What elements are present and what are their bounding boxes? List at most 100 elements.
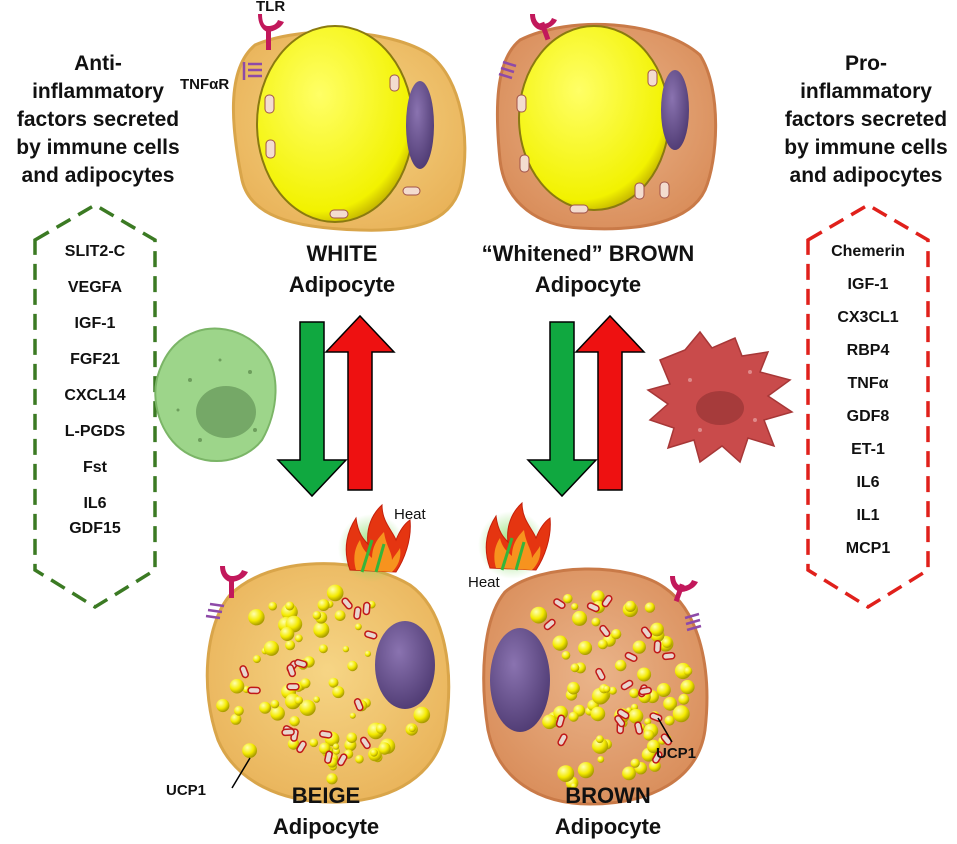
lipid-droplet: [334, 610, 346, 621]
whitened-brown-nucleus: [661, 70, 689, 150]
factor-item: GDF15: [69, 520, 121, 537]
brown-adipocyte-label: BROWN Adipocyte: [478, 780, 738, 842]
mitochondrion: [653, 639, 662, 654]
lipid-droplet: [530, 606, 548, 624]
lipid-droplet: [270, 699, 280, 709]
lipid-droplet: [346, 732, 358, 744]
lipid-droplet: [590, 706, 606, 722]
mitochondrion: [555, 714, 565, 728]
factor-item: IGF-1: [74, 315, 116, 332]
lipid-droplet: [268, 601, 278, 611]
lipid-droplet: [663, 696, 677, 711]
mitochondrion: [286, 682, 300, 691]
lipid-droplet: [661, 637, 673, 648]
lipid-droplet: [568, 711, 579, 722]
lipid-droplet: [413, 706, 431, 724]
lipid-droplet: [637, 667, 652, 682]
mitochondrion: [281, 728, 295, 737]
lipid-droplet: [289, 716, 300, 727]
lipid-droplet: [317, 599, 330, 611]
cell-type: “Whitened” BROWN: [481, 241, 695, 266]
mitochondrion: [362, 601, 371, 616]
lipid-droplet: [216, 698, 230, 713]
mitochondrion: [359, 736, 371, 750]
mitochondrion: [586, 602, 600, 613]
lipid-droplet: [571, 603, 579, 611]
cell-kind: Adipocyte: [554, 814, 662, 839]
whitening-arrow-left-red: [324, 314, 396, 491]
lipid-droplet: [294, 696, 303, 705]
lipid-droplet: [563, 594, 573, 604]
factor-item: CX3CL1: [837, 309, 899, 326]
anti-inflammatory-title: Anti- inflammatory factors secreted by i…: [8, 50, 188, 190]
lipid-droplet: [299, 699, 316, 716]
tnfar-receptor-icon: [498, 60, 517, 80]
lipid-droplet: [270, 706, 285, 721]
lipid-droplet: [378, 742, 391, 755]
lipid-droplet: [364, 650, 371, 657]
mitochondrion: [638, 686, 653, 696]
lipid-droplet: [572, 610, 588, 626]
tlr-receptor-icon: [258, 14, 284, 50]
brown-adipocyte: [478, 501, 709, 806]
lipid-droplet: [294, 634, 303, 643]
lipid-droplet: [615, 659, 627, 672]
brown-nucleus: [490, 628, 550, 732]
tlr-receptor-icon: [220, 566, 248, 598]
lipid-droplet: [597, 756, 605, 763]
lipid-droplet: [656, 683, 671, 697]
lipid-droplet: [567, 681, 580, 695]
lipid-droplet: [408, 725, 416, 733]
lipid-droplet: [644, 718, 652, 725]
lipid-droplet: [622, 766, 636, 781]
lipid-droplet: [664, 715, 675, 726]
factor-item: GDF8: [846, 408, 890, 425]
factor-item: L-PGDS: [64, 423, 126, 440]
pro-title-line: and adipocytes: [789, 164, 943, 187]
mitochondrion: [599, 624, 611, 638]
lipid-droplet: [630, 758, 640, 768]
lipid-droplet: [577, 762, 595, 779]
lipid-droplet: [557, 765, 575, 782]
pro-title-line: factors secreted: [784, 108, 948, 131]
lipid-droplet: [591, 590, 605, 604]
white-mitochondria: [264, 74, 421, 219]
lipid-droplet: [318, 644, 328, 654]
lipid-droplet: [624, 600, 637, 613]
lipid-droplet: [347, 660, 358, 672]
lipid-droplet: [680, 679, 695, 695]
mitochondrion: [364, 630, 378, 640]
anti-title-line: inflammatory: [32, 80, 164, 103]
lipid-droplet: [683, 666, 693, 676]
factor-item: IL1: [856, 507, 880, 524]
lipid-droplet: [597, 639, 608, 650]
mitochondrion: [247, 686, 261, 695]
ucp1-pointer-line: [657, 717, 673, 743]
lipid-droplet: [542, 714, 557, 730]
white-adipocyte-label: WHITE Adipocyte: [212, 238, 472, 300]
beige-adipocyte-label: BEIGE Adipocyte: [196, 780, 456, 842]
lipid-droplet: [370, 748, 378, 757]
mitochondrion: [601, 594, 613, 608]
white-nucleus: [406, 81, 434, 169]
factor-item: Chemerin: [831, 243, 905, 260]
lipid-droplet: [355, 623, 362, 631]
lipid-droplet: [349, 712, 356, 719]
tnfar-label: TNFαR: [180, 76, 230, 93]
heat-flame-icon: [478, 501, 551, 579]
lipid-droplet: [328, 677, 339, 688]
lipid-droplet: [570, 663, 580, 673]
lipid-droplet: [552, 635, 568, 651]
tnfar-receptor-icon: [684, 612, 702, 632]
tlr-receptor-icon: [670, 576, 698, 603]
lipid-droplet: [632, 640, 646, 654]
mitochondrion: [620, 679, 634, 691]
mitochondrion: [353, 698, 364, 712]
beige-mitochondria: [239, 597, 378, 767]
heat-label-brown: Heat: [468, 574, 500, 591]
factor-item: SLIT2-C: [64, 243, 126, 260]
mitochondrion: [640, 626, 653, 639]
mitochondrion: [616, 708, 630, 720]
mitochondrion: [624, 651, 638, 662]
